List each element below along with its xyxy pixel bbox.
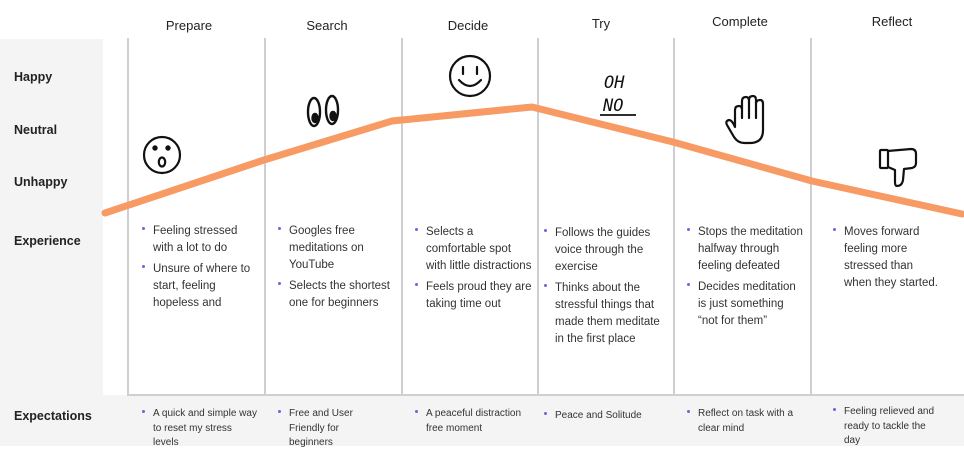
grid-line-6 — [810, 38, 812, 396]
grid-line-5 — [673, 38, 675, 396]
expectation-reflect: Feeling relieved and ready to tackle the… — [830, 405, 940, 451]
experience-list-reflect: Moves forward feeling more stressed than… — [830, 224, 940, 296]
oh-no-line-2: NO — [602, 96, 623, 116]
expectation-item: Feeling relieved and ready to tackle the… — [830, 405, 940, 449]
stage-header-decide: Decide — [447, 18, 489, 33]
stage-header-complete: Complete — [712, 14, 768, 29]
oh-no-text-icon: OH NO — [600, 73, 636, 116]
thumbs-down-icon — [878, 147, 918, 188]
expectation-try: Peace and Solitude — [541, 409, 665, 428]
eyes-icon — [306, 94, 340, 128]
expectation-prepare: A quick and simple way to reset my stres… — [139, 407, 259, 451]
expectation-item: Free and User Friendly for beginners — [275, 407, 385, 451]
row-label-expectations: Expectations — [14, 409, 92, 423]
stage-header-search: Search — [306, 18, 348, 33]
expectation-complete: Reflect on task with a clear mind — [684, 407, 804, 440]
experience-list-try: Follows the guides voice through the exe… — [541, 225, 671, 352]
expectations-strip — [103, 395, 964, 446]
expectation-item: A quick and simple way to reset my stres… — [139, 407, 259, 451]
expectation-search: Free and User Friendly for beginners — [275, 407, 385, 451]
oh-no-line-1: OH — [604, 73, 625, 93]
experience-list-search: Googles free meditations on YouTube Sele… — [275, 223, 397, 316]
experience-list-complete: Stops the meditation halfway through fee… — [684, 224, 804, 334]
experience-item: Thinks about the stressful things that m… — [541, 280, 671, 348]
experience-item: Decides meditation is just something “no… — [684, 279, 804, 330]
experience-list-decide: Selects a comfortable spot with little d… — [412, 224, 534, 317]
experience-item: Feels proud they are taking time out — [412, 279, 534, 313]
grid-line-2 — [264, 38, 266, 396]
stage-header-reflect: Reflect — [871, 14, 913, 29]
experience-list-prepare: Feeling stressed with a lot to do Unsure… — [139, 223, 257, 316]
experience-item: Feeling stressed with a lot to do — [139, 223, 257, 257]
row-label-happy: Happy — [14, 70, 53, 84]
grid-line-4 — [537, 38, 539, 396]
row-label-neutral: Neutral — [14, 123, 58, 137]
row-label-panel — [0, 39, 103, 446]
expectation-item: Peace and Solitude — [541, 409, 665, 424]
experience-item: Follows the guides voice through the exe… — [541, 225, 671, 276]
emotion-curve — [101, 103, 964, 218]
experience-item: Selects a comfortable spot with little d… — [412, 224, 534, 275]
experience-item: Stops the meditation halfway through fee… — [684, 224, 804, 275]
row-label-unhappy: Unhappy — [14, 175, 68, 189]
row-label-experience: Experience — [14, 234, 81, 248]
grid-line-1 — [127, 38, 129, 396]
experience-item: Moves forward feeling more stressed than… — [830, 224, 940, 292]
grid-baseline — [127, 394, 964, 396]
grid-line-3 — [401, 38, 403, 396]
experience-item: Selects the shortest one for beginners — [275, 278, 397, 312]
raised-hand-icon — [725, 94, 765, 145]
experience-item: Googles free meditations on YouTube — [275, 223, 397, 274]
expectation-decide: A peaceful distraction free moment — [412, 407, 522, 440]
expectation-item: A peaceful distraction free moment — [412, 407, 522, 436]
experience-item: Unsure of where to start, feeling hopele… — [139, 261, 257, 312]
stage-header-prepare: Prepare — [165, 18, 213, 33]
stage-header-try: Try — [591, 16, 611, 31]
expectation-item: Reflect on task with a clear mind — [684, 407, 804, 436]
surprised-face-icon — [142, 135, 182, 175]
smiling-face-icon — [448, 54, 492, 98]
